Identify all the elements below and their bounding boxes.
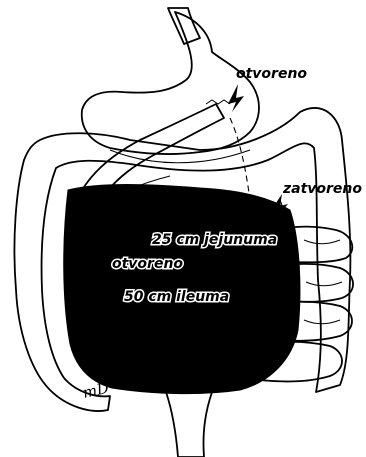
label-otvoreno-top: otvoreno [236, 66, 307, 82]
fold-line-5 [304, 320, 340, 324]
label-jejunum: 25 cm jejunuma [152, 232, 277, 248]
esophagus [168, 8, 200, 44]
label-otvoreno-mid: otvoreno [112, 256, 183, 272]
suture-top [206, 100, 230, 104]
stomach [82, 12, 259, 154]
arrow-otvoreno-top [228, 84, 244, 112]
label-ileum: 50 cm ileuma [124, 289, 229, 305]
label-zatvoreno: zatvoreno [282, 181, 362, 197]
artist-signature: mD [81, 379, 110, 402]
fold-line-3 [304, 240, 340, 244]
fold-line-4 [306, 282, 342, 286]
duodenum-dashed-line [230, 118, 250, 200]
